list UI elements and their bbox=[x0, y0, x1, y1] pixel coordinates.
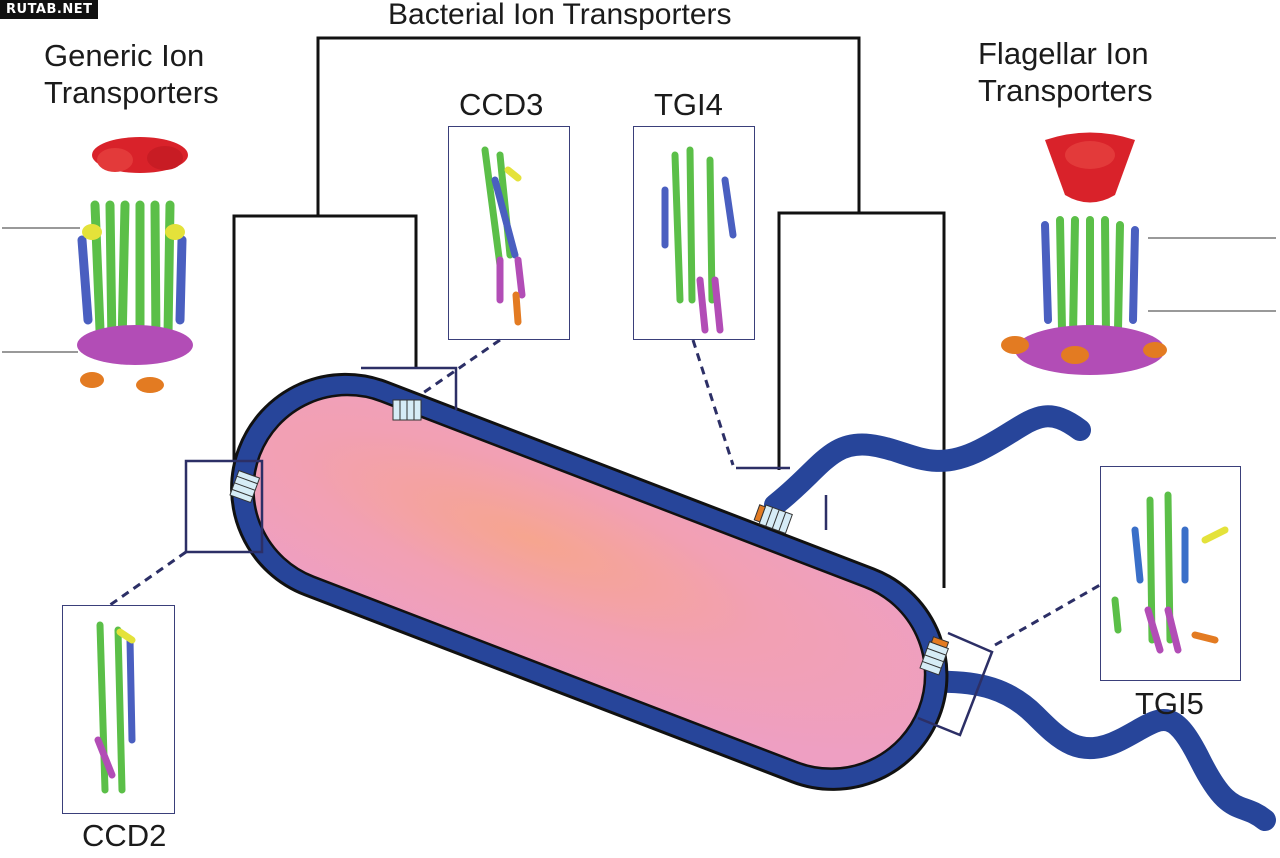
membrane-boxes bbox=[184, 366, 994, 737]
flagellum-lower bbox=[919, 670, 1276, 831]
label-ccd2: CCD2 bbox=[82, 818, 167, 853]
panel-ccd3 bbox=[448, 126, 570, 340]
leader-ccd2 bbox=[109, 550, 187, 607]
tgi4-structure bbox=[661, 146, 737, 334]
panel-ccd2 bbox=[62, 605, 175, 814]
transporter-flagellar-lower bbox=[919, 636, 950, 676]
label-tgi4: TGI4 bbox=[654, 87, 723, 122]
tree-right-bracket bbox=[777, 211, 946, 588]
bacterium bbox=[230, 372, 949, 791]
flagella bbox=[764, 405, 1276, 831]
ccd2-structure bbox=[94, 621, 136, 794]
leader-tgi4 bbox=[691, 339, 735, 466]
tree-left-bracket bbox=[232, 214, 418, 460]
membrane-transporters bbox=[229, 399, 950, 676]
label-flagellar-ion-transporters: Flagellar Ion Transporters bbox=[978, 36, 1153, 108]
tree-top-bracket bbox=[316, 36, 861, 216]
flagellum-upper bbox=[764, 405, 1091, 516]
tree-lines bbox=[232, 36, 946, 588]
label-tgi5: TGI5 bbox=[1135, 686, 1204, 721]
box-tgi5 bbox=[917, 631, 994, 737]
cytoplasm bbox=[252, 393, 927, 770]
transporter-left bbox=[229, 469, 261, 504]
flagellar-transporter-structure bbox=[1001, 132, 1167, 375]
box-left bbox=[184, 459, 264, 554]
reference-lines bbox=[2, 227, 1276, 353]
box-top bbox=[361, 366, 458, 410]
diagram-title: Bacterial Ion Transporters bbox=[388, 0, 732, 31]
panel-tgi5 bbox=[1100, 466, 1241, 681]
leader-tgi5 bbox=[994, 583, 1101, 647]
tgi5-structure bbox=[1111, 491, 1229, 654]
transporter-flagellar-upper bbox=[753, 504, 793, 535]
leader-lines bbox=[109, 338, 1101, 647]
leader-ccd3 bbox=[419, 338, 501, 397]
box-right bbox=[736, 466, 828, 530]
watermark: RUTAB.NET bbox=[0, 0, 99, 19]
label-ccd3: CCD3 bbox=[459, 87, 544, 122]
ccd3-structure bbox=[481, 146, 526, 326]
label-generic-ion-transporters: Generic Ion Transporters bbox=[44, 38, 219, 110]
generic-transporter-structure bbox=[77, 137, 193, 393]
panel-tgi4 bbox=[633, 126, 755, 340]
transporter-top bbox=[392, 399, 422, 421]
